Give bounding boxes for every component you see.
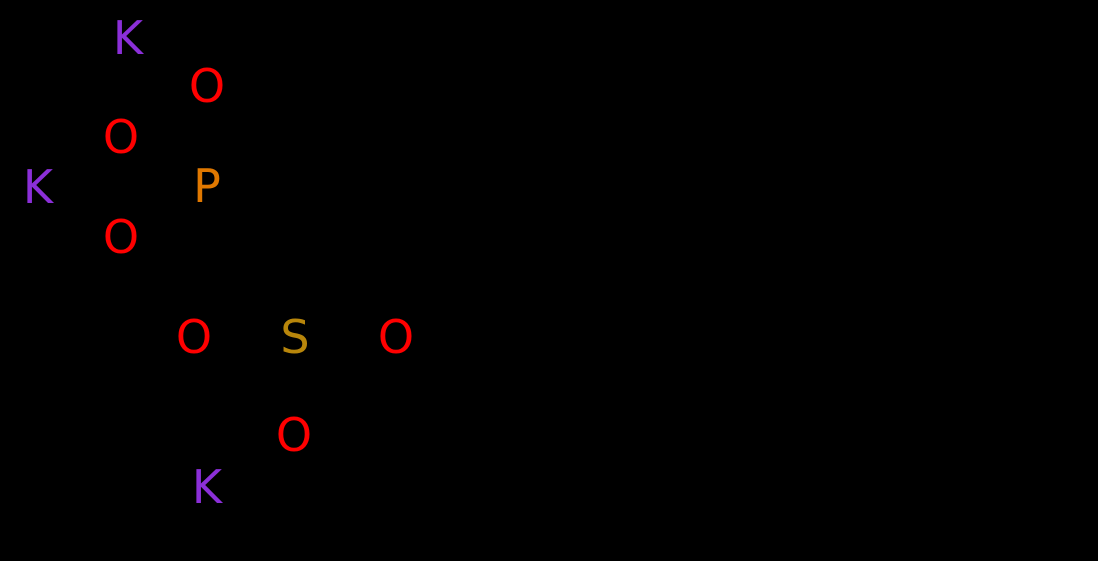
bond-line — [52, 144, 109, 181]
bond-line — [427, 227, 503, 268]
bond-line — [917, 227, 993, 268]
bond-line — [847, 227, 923, 268]
atom-label-oxygen: O — [377, 310, 415, 364]
atom-label-sulfur: S — [280, 310, 310, 364]
bond-line — [134, 193, 194, 231]
bond-line — [287, 227, 433, 303]
bond-line — [707, 227, 783, 268]
bond-line — [637, 227, 713, 268]
bond-line — [220, 135, 293, 180]
atom-label-oxygen: O — [175, 310, 213, 364]
atom-label-oxygen: O — [102, 210, 140, 264]
atom-label-potassium: K — [22, 160, 54, 214]
atom-label-phosphorus: P — [193, 159, 221, 213]
atom-label-oxygen: O — [275, 408, 313, 462]
atom-label-potassium: K — [191, 460, 223, 514]
bond-line — [497, 227, 573, 268]
bond-line — [134, 143, 194, 180]
atom-label-potassium: K — [112, 11, 144, 65]
bond-line — [777, 227, 853, 268]
bond-line — [221, 441, 281, 481]
atom-label-oxygen: O — [102, 110, 140, 164]
bond-line — [987, 227, 1063, 268]
bond-line — [567, 227, 643, 268]
atom-label-oxygen: O — [188, 59, 226, 113]
